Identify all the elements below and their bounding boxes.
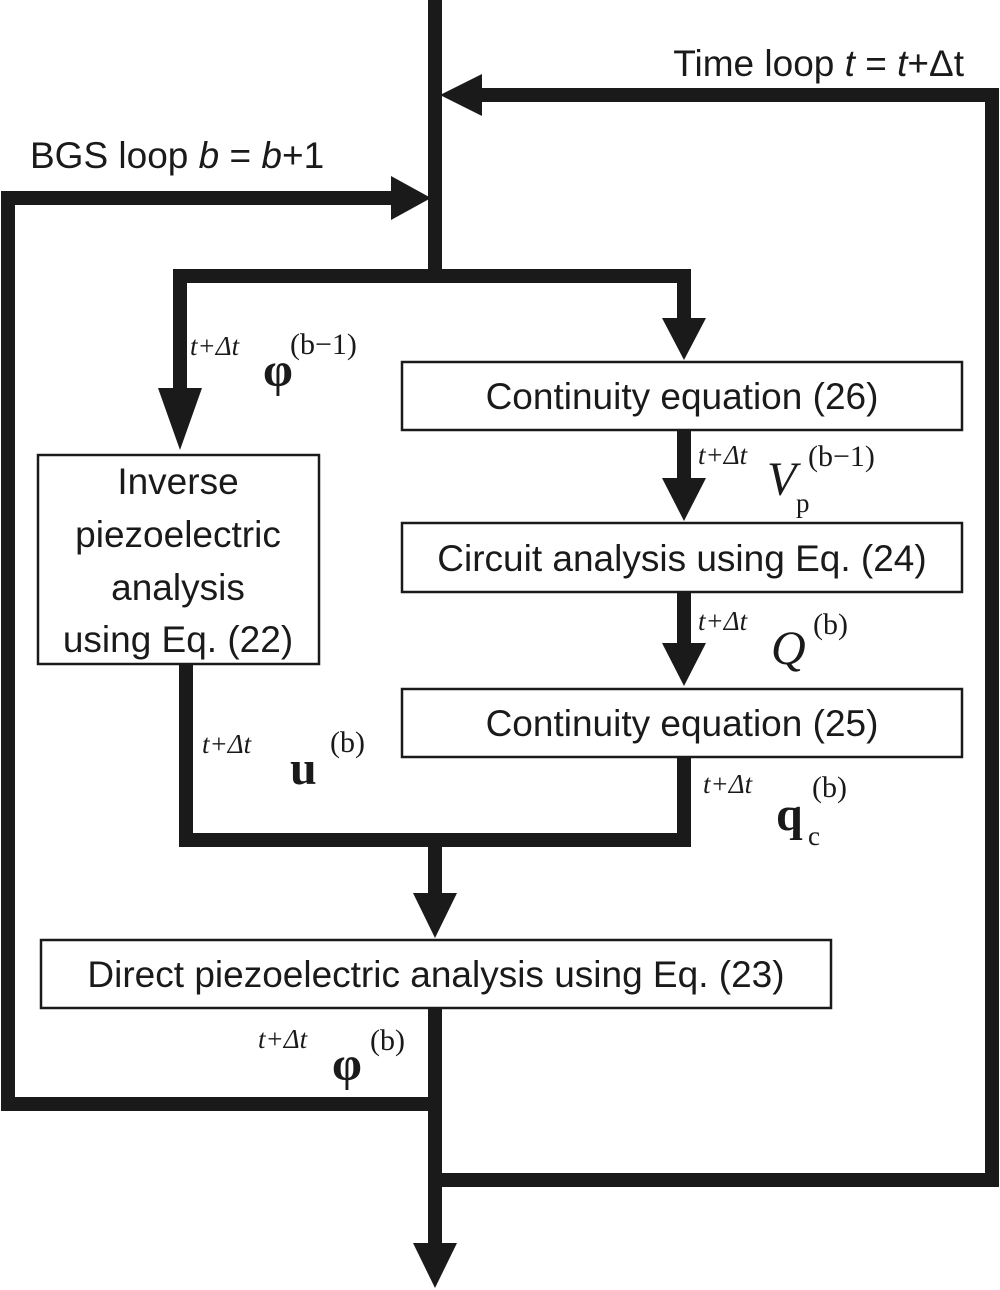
svg-text:t+Δt: t+Δt [258,1024,309,1054]
split-line [173,269,691,392]
svg-text:p: p [796,488,810,518]
bgs-loop-arrowhead [391,176,431,220]
inverse-22-label-line4: using Eq. (22) [63,619,293,660]
time-loop-arrowhead [440,74,482,116]
circuit-24-box [400,521,964,594]
svg-text:Q: Q [771,622,806,675]
inverse-22-label-line3: analysis [111,567,245,608]
svg-text:(b): (b) [813,608,848,641]
circuit-24-label: Circuit analysis using Eq. (24) [437,538,926,579]
qc-label: t+Δt q c (b) [703,769,847,851]
inverse-22-label-line1: Inverse [117,461,238,502]
q-label: t+Δt Q (b) [698,606,848,675]
continuity-25-box [400,687,964,759]
svg-text:(b): (b) [812,771,847,804]
c26-arrowhead [662,318,706,360]
continuity-25-label: Continuity equation (25) [486,703,879,744]
time-loop-label: Time loop t = t+Δt [673,43,964,84]
svg-text:(b−1): (b−1) [290,328,357,361]
circuit-arrowhead [662,478,706,521]
time-loop-line [437,88,999,1187]
svg-text:t+Δt: t+Δt [698,606,749,636]
svg-text:(b−1): (b−1) [808,440,875,473]
vp-label: t+Δt V p (b−1) [698,440,875,518]
svg-text:(b): (b) [370,1024,405,1057]
direct-arrowhead [413,893,457,938]
svg-text:t+Δt: t+Δt [698,440,749,470]
c25-arrowhead [662,643,706,686]
bgs-loop-line [1,191,435,1111]
bgs-loop-label: BGS loop b = b+1 [30,135,324,176]
svg-text:t+Δt: t+Δt [190,331,241,361]
svg-text:u: u [290,742,317,795]
phi-prev-label: t+Δt φ (b−1) [190,328,357,397]
svg-text:φ: φ [332,1038,362,1091]
direct-23-label: Direct piezoelectric analysis using Eq. … [87,954,784,995]
output-arrowhead [413,1243,457,1288]
svg-text:φ: φ [263,344,293,397]
svg-text:q: q [776,788,803,841]
svg-text:V: V [767,453,801,506]
svg-text:t+Δt: t+Δt [202,729,253,759]
direct-23-box [39,938,833,1010]
svg-text:(b): (b) [330,726,365,759]
u-label: t+Δt u (b) [202,726,365,795]
svg-text:t+Δt: t+Δt [703,769,754,799]
inverse-22-label-line2: piezoelectric [75,514,281,555]
svg-text:c: c [808,821,820,851]
continuity-26-box [400,360,964,432]
inverse-22-box [36,453,321,666]
phi-b-label: t+Δt φ (b) [258,1024,405,1091]
continuity-26-label: Continuity equation (26) [486,376,879,417]
inverse-arrowhead [158,388,202,450]
